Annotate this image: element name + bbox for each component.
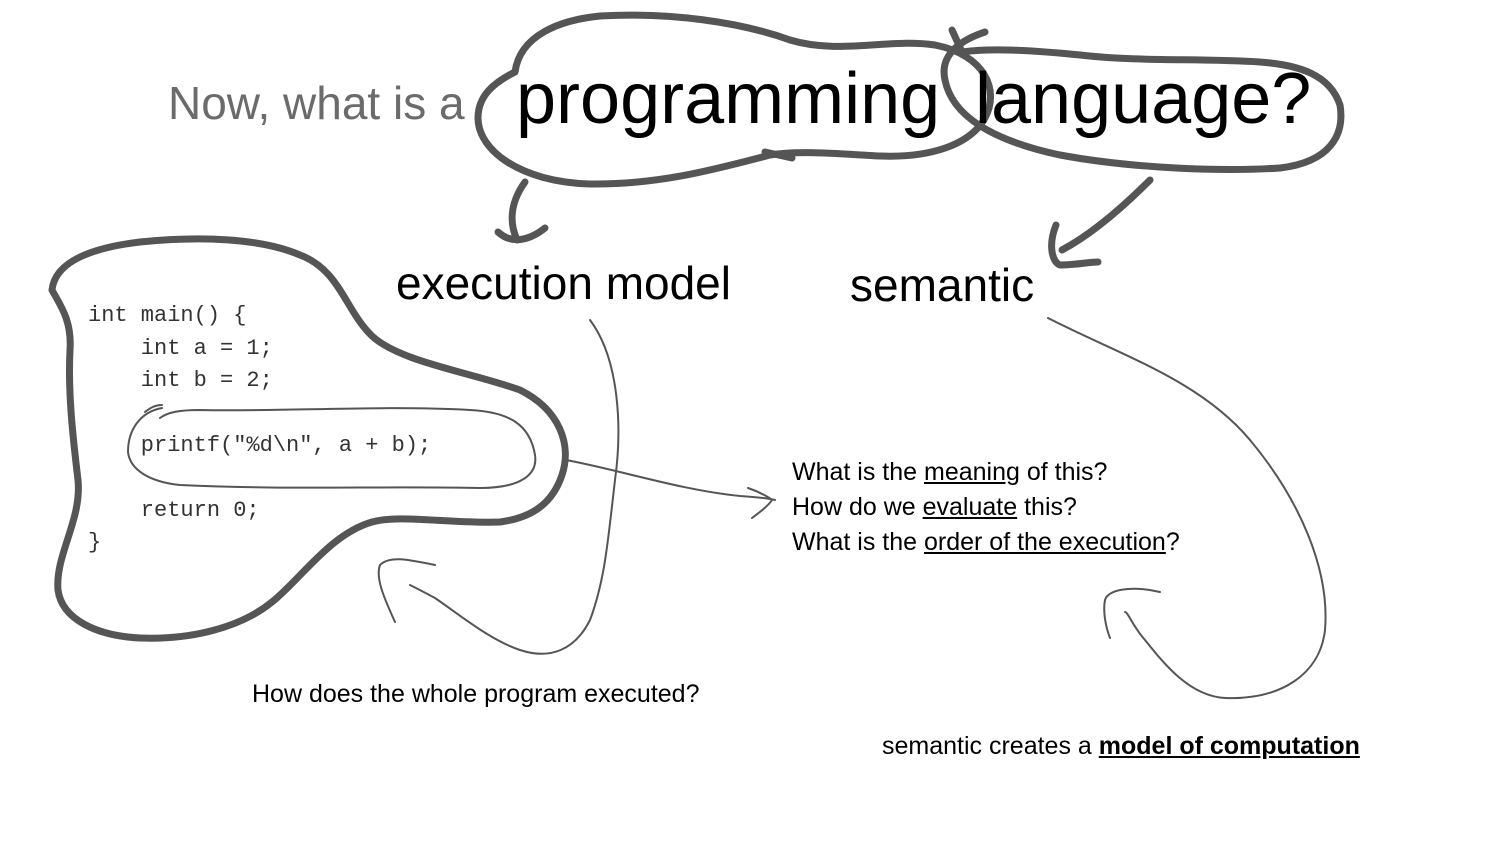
printf-loop xyxy=(127,407,537,489)
heading-semantic: semantic xyxy=(850,259,1035,311)
question-term: order of the execution xyxy=(924,528,1166,556)
question-text: ? xyxy=(1165,528,1180,556)
question-term: evaluate xyxy=(922,493,1018,521)
title-word-programming: programming xyxy=(516,59,941,139)
title-word-language: language? xyxy=(975,59,1312,139)
arrow-to-questions-head xyxy=(747,487,773,519)
code-line: } xyxy=(88,530,102,555)
execution-curve-head xyxy=(377,558,436,623)
code-line: int b = 2; xyxy=(88,368,273,393)
semantic-note-prefix: semantic creates a xyxy=(882,732,1099,760)
arrow-execution xyxy=(494,178,549,244)
code-line-printf: printf("%d\n", a + b); xyxy=(88,433,432,458)
question-meaning: What is the meaning of this? xyxy=(792,458,1107,487)
code-blob xyxy=(48,235,569,642)
execution-question: How does the whole program executed? xyxy=(252,680,700,708)
circle-language xyxy=(940,28,1345,173)
execution-curve xyxy=(409,319,620,655)
arrow-semantic xyxy=(1048,176,1154,269)
code-line: return 0; xyxy=(88,498,260,523)
question-text: What is the xyxy=(792,528,924,556)
code-line: int main() { xyxy=(88,303,247,328)
semantic-note-emphasis: model of computation xyxy=(1098,732,1360,760)
question-text: this? xyxy=(1017,493,1077,521)
question-text: How do we xyxy=(792,493,923,521)
semantic-curve xyxy=(1047,317,1327,700)
question-term: meaning xyxy=(924,458,1020,486)
tail-language xyxy=(948,26,966,56)
question-order: What is the order of the execution? xyxy=(792,528,1180,557)
tail-programming xyxy=(761,148,796,162)
question-text: of this? xyxy=(1019,458,1108,486)
question-text: What is the xyxy=(792,458,924,486)
question-evaluate: How do we evaluate this? xyxy=(792,493,1077,522)
semantic-note: semantic creates a model of computation xyxy=(882,732,1360,761)
arrow-to-questions xyxy=(565,459,776,501)
heading-execution-model: execution model xyxy=(396,257,731,309)
semantic-curve-head xyxy=(1103,587,1161,639)
printf-loop-tail xyxy=(144,404,163,413)
code-line: int a = 1; xyxy=(88,336,273,361)
circle-programming xyxy=(474,11,994,188)
title-prefix: Now, what is a xyxy=(168,77,465,129)
